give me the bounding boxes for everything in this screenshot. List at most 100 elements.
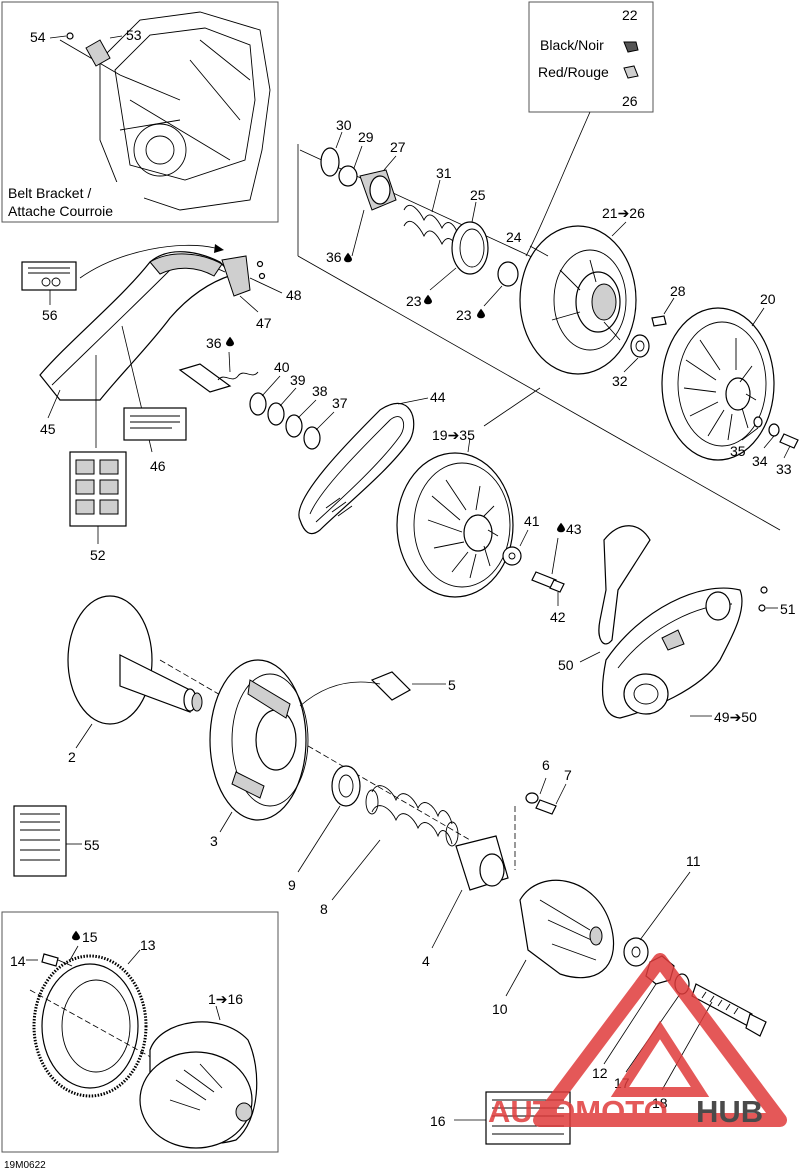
- belt-bracket-inset: 53 54 Belt Bracket / Attache Courroie: [1, 1, 279, 223]
- callout-48: 48: [286, 287, 302, 303]
- callout-56: 56: [42, 307, 58, 323]
- diagram-code: 19M0622: [4, 1160, 46, 1171]
- color-key-inset: 22 Black/Noir Red/Rouge 26: [528, 1, 654, 113]
- watermark-text-red: AUTOMOTO: [488, 1094, 668, 1129]
- part-44-drive-belt: [298, 402, 415, 535]
- part-11-washer: [623, 937, 649, 967]
- part-19-driven-pulley: [396, 452, 514, 598]
- callout-46: 46: [150, 458, 166, 474]
- callout-27: 27: [390, 139, 406, 155]
- callout-55: 55: [84, 837, 100, 853]
- callout-19-35: 19➔35: [432, 427, 475, 443]
- callout-36-upper: 36: [326, 249, 342, 265]
- callout-8: 8: [320, 901, 328, 917]
- callout-44: 44: [430, 389, 446, 405]
- part-10-cover-sheave: [519, 879, 615, 979]
- part-5-slider: [370, 671, 411, 701]
- label-52-sticker: [69, 451, 127, 527]
- callout-23-left: 23: [406, 293, 422, 309]
- callout-21-26: 21➔26: [602, 205, 645, 221]
- label-56-sticker: [21, 261, 77, 291]
- part-21-fixed-half: [519, 225, 637, 375]
- watermark-logo: AUTOMOTO HUB: [488, 953, 787, 1129]
- part-3-movable-sheave: [209, 659, 309, 821]
- callout-35: 35: [730, 443, 746, 459]
- callout-41: 41: [524, 513, 540, 529]
- part-20-movable-half: [661, 307, 775, 461]
- callout-13: 13: [140, 937, 156, 953]
- label-55-sticker: [13, 805, 67, 877]
- callout-18: 18: [652, 1095, 668, 1111]
- color-key-black-label: Black/Noir: [540, 37, 604, 53]
- callout-28: 28: [670, 283, 686, 299]
- part-29-washer: [338, 165, 358, 187]
- part-27-cam: [359, 169, 397, 211]
- part-31-spring: [403, 204, 459, 253]
- part-28-key: [651, 315, 667, 327]
- callout-7: 7: [564, 767, 572, 783]
- callout-24: 24: [506, 229, 522, 245]
- callout-45: 45: [40, 421, 56, 437]
- callout-47: 47: [256, 315, 272, 331]
- callout-53: 53: [126, 27, 142, 43]
- callout-37: 37: [332, 395, 348, 411]
- watermark-text-dark: HUB: [696, 1094, 763, 1129]
- callout-54: 54: [30, 29, 46, 45]
- part-6-7-screw: [525, 792, 557, 815]
- part-33-35-fasteners: [753, 416, 799, 449]
- callout-3: 3: [210, 833, 218, 849]
- drive-pulley-inset: 14 15 13 1➔16: [1, 911, 279, 1153]
- part-2-fixed-sheave: [67, 595, 203, 725]
- callout-2: 2: [68, 749, 76, 765]
- callout-43: 43: [566, 521, 582, 537]
- callout-12: 12: [592, 1065, 608, 1081]
- callout-31: 31: [436, 165, 452, 181]
- belt-bracket-label-line2: Attache Courroie: [8, 203, 113, 219]
- callout-1-16: 1➔16: [208, 991, 243, 1007]
- part-49-cover: [601, 587, 743, 719]
- callout-51: 51: [780, 601, 796, 617]
- part-42-bolt: [531, 571, 565, 593]
- callout-30: 30: [336, 117, 352, 133]
- part-50-seal: [598, 525, 651, 645]
- callout-11: 11: [686, 853, 701, 869]
- callout-39: 39: [290, 372, 306, 388]
- part-53-clamp: [66, 32, 111, 67]
- callout-42: 42: [550, 609, 566, 625]
- callout-34: 34: [752, 453, 768, 469]
- belt-guard: [39, 251, 234, 401]
- part-47-bracket: [221, 255, 266, 297]
- callout-14: 14: [10, 953, 26, 969]
- callout-36-lower: 36: [206, 335, 222, 351]
- color-key-red-label: Red/Rouge: [538, 64, 609, 80]
- color-key-number-top: 22: [622, 7, 638, 23]
- part-13-ring-gear: [32, 954, 148, 1098]
- callout-32: 32: [612, 373, 628, 389]
- part-8-spring: [365, 785, 459, 847]
- callout-20: 20: [760, 291, 776, 307]
- part-9-bushing: [331, 765, 361, 807]
- callout-10: 10: [492, 1001, 508, 1017]
- callout-16: 16: [430, 1113, 446, 1129]
- callout-52: 52: [90, 547, 106, 563]
- callout-50: 50: [558, 657, 574, 673]
- part-23-bushing: [497, 261, 519, 287]
- part-25-ring: [451, 221, 489, 275]
- callout-9: 9: [288, 877, 296, 893]
- callout-49-50: 49➔50: [714, 709, 757, 725]
- callout-40: 40: [274, 359, 290, 375]
- callout-29: 29: [358, 129, 374, 145]
- driven-spring-group: [178, 363, 321, 450]
- callout-4: 4: [422, 953, 430, 969]
- callout-38: 38: [312, 383, 328, 399]
- black-clip-icon: [623, 41, 639, 53]
- callout-23-right: 23: [456, 307, 472, 323]
- callout-5: 5: [448, 677, 456, 693]
- callout-15: 15: [82, 929, 98, 945]
- label-46-sticker: [123, 407, 187, 441]
- part-4-spider: [455, 835, 509, 891]
- red-clip-icon: [623, 65, 639, 79]
- part-30-circlip: [320, 147, 340, 177]
- belt-bracket-label-line1: Belt Bracket /: [8, 185, 91, 201]
